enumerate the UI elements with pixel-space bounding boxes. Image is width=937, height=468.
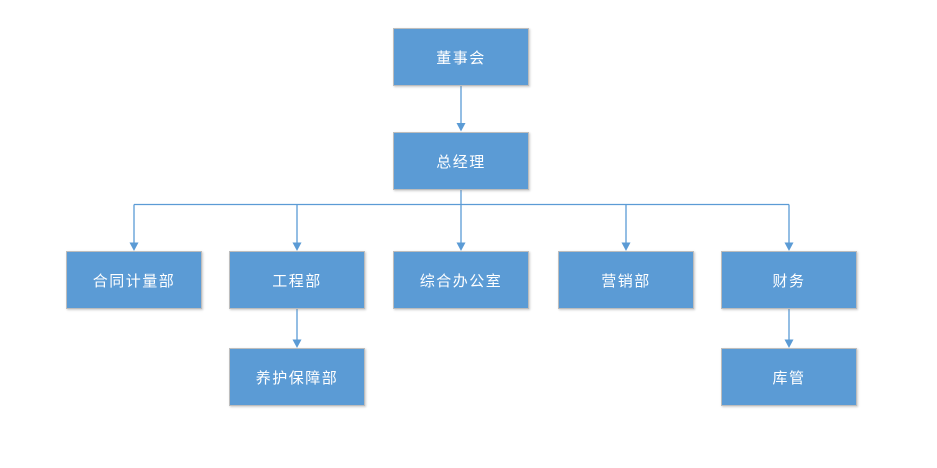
org-node-warehouse-management: 库管	[721, 348, 857, 406]
org-node-marketing: 营销部	[558, 251, 694, 309]
org-node-label: 董事会	[436, 49, 486, 67]
org-node-label: 综合办公室	[419, 272, 503, 290]
org-node-board: 董事会	[393, 28, 529, 86]
org-node-contract-measurement: 合同计量部	[66, 251, 202, 309]
org-node-label: 库管	[772, 369, 806, 387]
org-node-label: 营销部	[601, 272, 651, 290]
org-node-label: 财务	[772, 272, 806, 290]
org-node-finance: 财务	[721, 251, 857, 309]
org-node-label: 养护保障部	[255, 369, 339, 387]
org-node-label: 工程部	[272, 272, 322, 290]
org-node-label: 合同计量部	[92, 272, 176, 290]
org-node-label: 总经理	[436, 153, 486, 171]
org-node-general-manager: 总经理	[393, 132, 529, 190]
org-node-maintenance-support: 养护保障部	[229, 348, 365, 406]
org-node-engineering: 工程部	[229, 251, 365, 309]
org-node-general-office: 综合办公室	[393, 251, 529, 309]
